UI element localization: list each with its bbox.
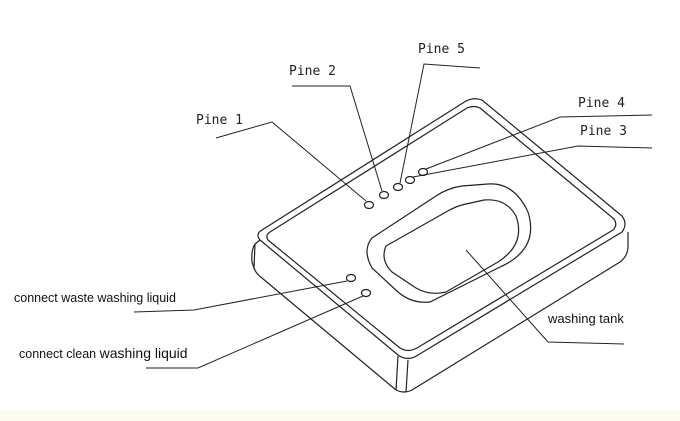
ports: [345, 167, 429, 298]
pine5-label: Pine 5: [418, 42, 465, 57]
pine5-leader: [399, 63, 481, 184]
tank-inner-floor: [383, 199, 520, 294]
pine1-leader: [215, 121, 367, 202]
clean-port-icon: [360, 288, 372, 298]
tray-body: [251, 98, 629, 393]
pine3-leader: [412, 145, 653, 178]
clean-liquid-label-suffix: washing liquid: [99, 345, 188, 361]
pine2-port-icon: [378, 190, 390, 200]
tank-leader: [465, 249, 625, 345]
tray-front-corner-inner: [405, 359, 409, 393]
bottom-band: [0, 410, 680, 421]
tray-left-corner: [253, 243, 256, 269]
washing-tank-label: washing tank: [547, 311, 624, 326]
labels: Pine 1 Pine 2 Pine 5 Pine 4 Pine 3 conne…: [14, 42, 627, 361]
pine2-label: Pine 2: [289, 64, 336, 79]
tray-left-side: [251, 239, 397, 391]
tray-top-inner-bevel: [266, 105, 617, 352]
pine2-leader: [292, 85, 383, 192]
pine5-port-icon: [392, 182, 404, 192]
pine4-leader: [425, 114, 653, 170]
tray-front-side: [395, 232, 629, 393]
clean-liquid-label-prefix: connect clean: [19, 347, 100, 361]
clean-liquid-label: connect clean washing liquid: [19, 345, 188, 361]
pine1-label: Pine 1: [196, 113, 243, 128]
waste-port-icon: [345, 273, 357, 283]
tray-top-outer-edge: [257, 98, 626, 360]
waste-liquid-label: connect waste washing liquid: [14, 291, 176, 305]
pine3-port-icon: [404, 175, 416, 185]
pine4-label: Pine 4: [578, 96, 625, 111]
washing-tank-basin: [366, 183, 532, 303]
leader-lines: [133, 63, 653, 369]
clean-leader: [146, 295, 364, 369]
tray-front-corner: [395, 355, 399, 391]
waste-leader: [133, 280, 348, 313]
pine1-port-icon: [363, 200, 375, 210]
pine3-label: Pine 3: [580, 124, 627, 139]
tank-outer-rim: [366, 183, 532, 303]
